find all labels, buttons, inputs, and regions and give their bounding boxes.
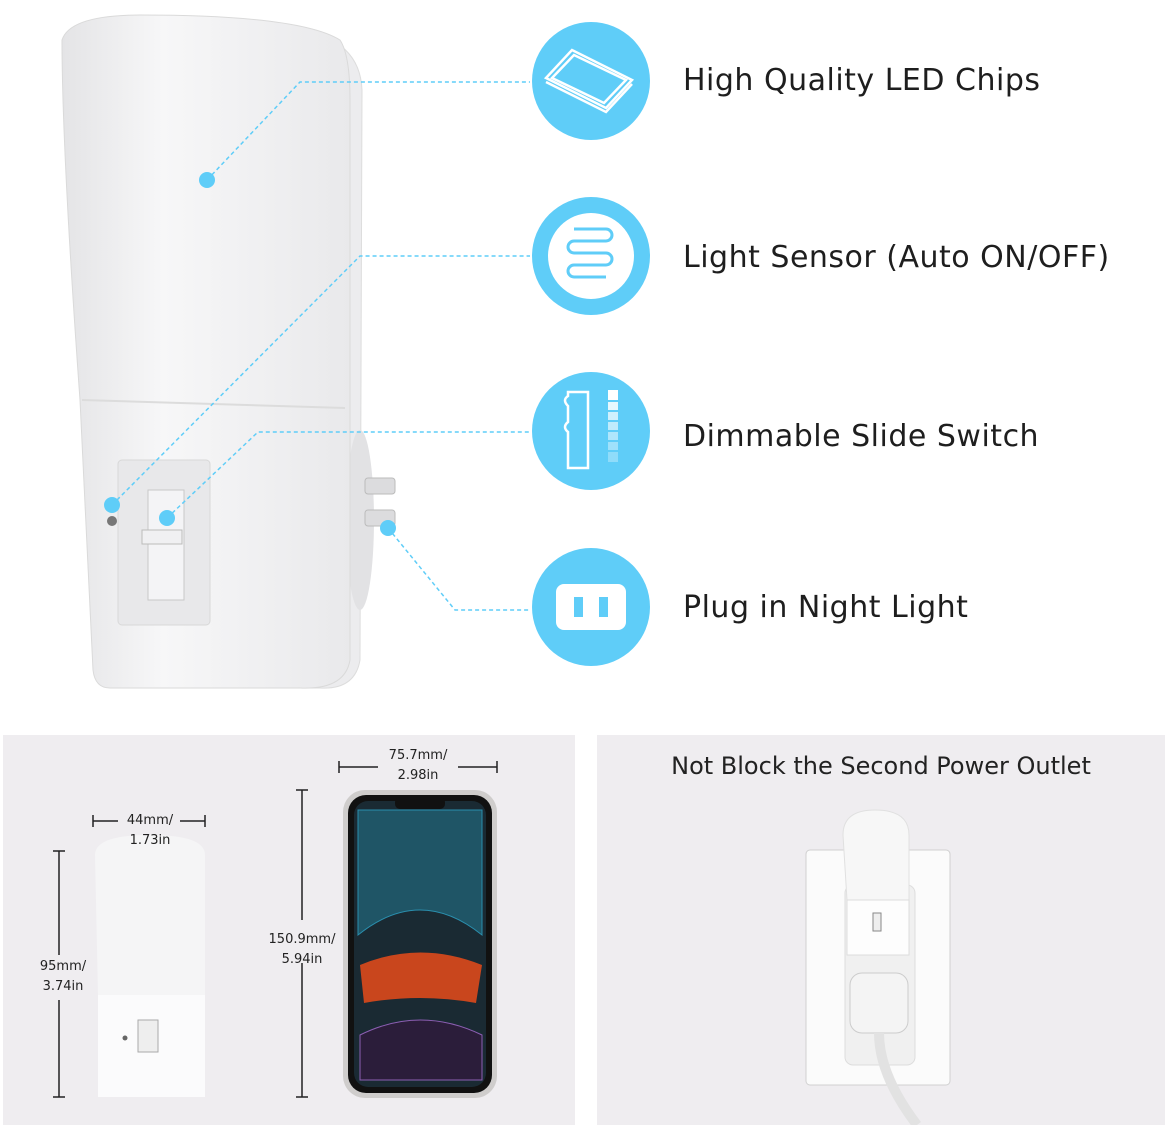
light-width-label: 44mm/1.73in <box>126 813 174 848</box>
phone-width-label: 75.7mm/2.98in <box>388 748 448 783</box>
feature-slide-switch: Dimmable Slide Switch <box>683 419 1040 454</box>
phone-height-label: 150.9mm/5.94in <box>268 932 336 967</box>
dimension-drawing <box>53 761 498 1098</box>
feature-light-sensor: Light Sensor (Auto ON/OFF) <box>683 240 1110 275</box>
feature-plug-in: Plug in Night Light <box>683 590 969 625</box>
feature-led-chips: High Quality LED Chips <box>683 63 1041 98</box>
night-light-product-image <box>61 14 530 689</box>
light-sensor-icon <box>532 197 650 315</box>
slide-switch-icon <box>532 372 650 490</box>
outlet-icon <box>532 548 650 666</box>
led-chip-icon <box>532 22 650 140</box>
outlet-panel-title: Not Block the Second Power Outlet <box>671 752 1091 780</box>
wall-outlet-image <box>805 809 951 1125</box>
light-height-label: 95mm/3.74in <box>39 959 87 994</box>
